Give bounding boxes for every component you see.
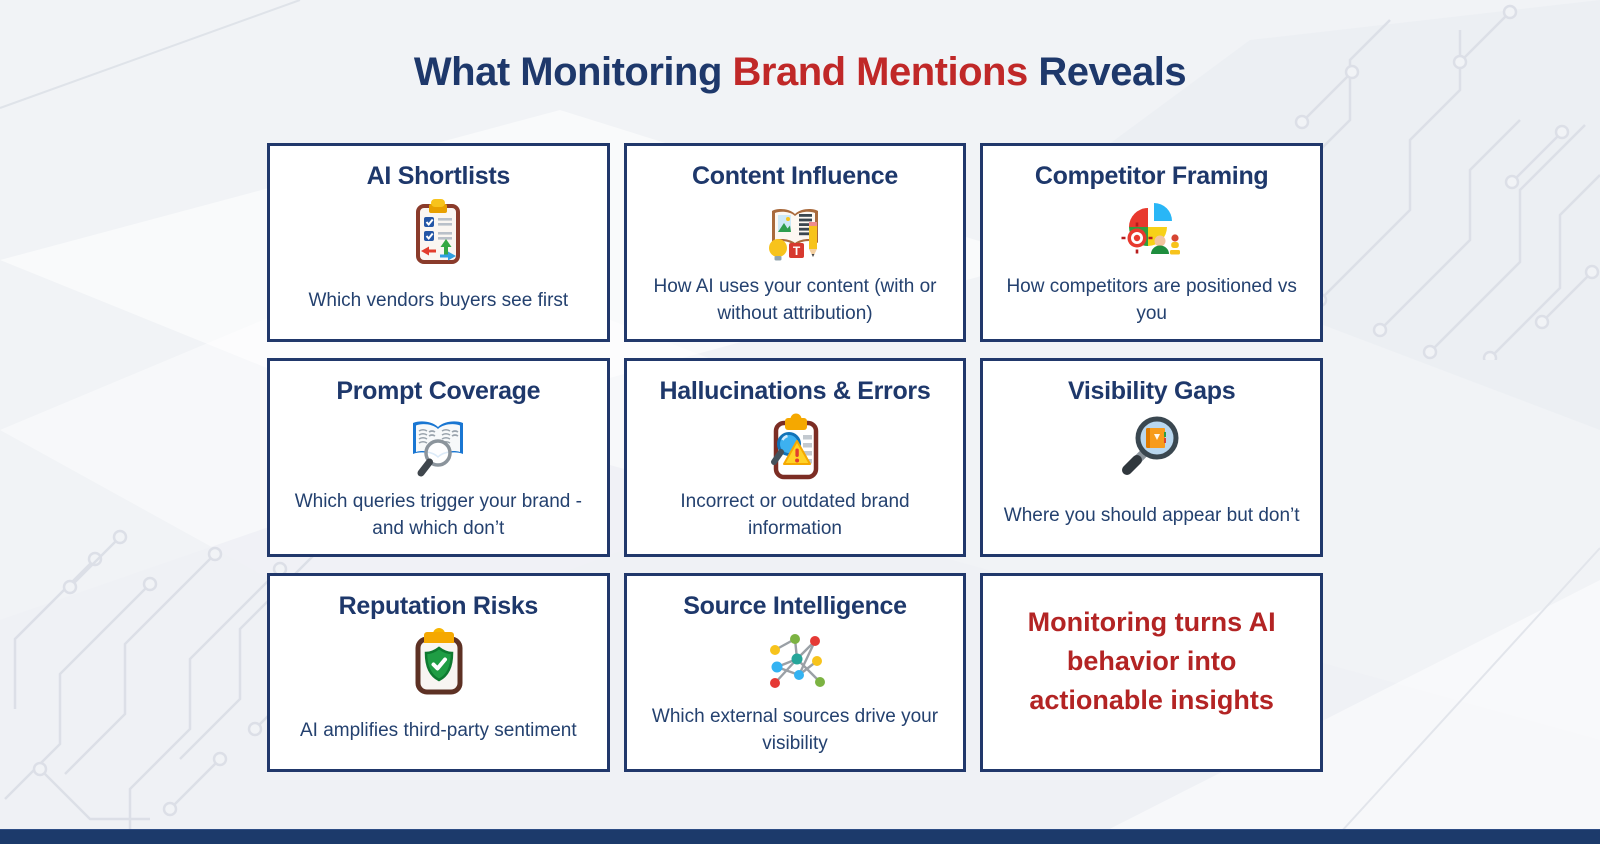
- svg-text:T: T: [793, 244, 801, 258]
- card-description: AI amplifies third-party sentiment: [299, 719, 577, 741]
- card-prompt-coverage: Prompt Coverage Which queries trigger yo…: [267, 358, 610, 557]
- card-title: Visibility Gaps: [1067, 377, 1236, 405]
- magnifier-over-book-icon: [1114, 406, 1190, 488]
- bottom-bar: [0, 829, 1600, 844]
- card-key-takeaway: Monitoring turns AI behavior into action…: [980, 573, 1323, 772]
- clipboard-shield-check-icon: [402, 621, 474, 703]
- card-description: How AI uses your content (with or withou…: [653, 276, 937, 324]
- card-title: Content Influence: [691, 162, 898, 190]
- title-part2: Reveals: [1027, 50, 1187, 94]
- open-book-magnifier-icon: [398, 406, 478, 488]
- card-description: Incorrect or outdated brand information: [680, 491, 910, 539]
- clipboard-warning-magnifier-icon: [759, 406, 831, 488]
- cards-grid: AI Shortlists Which vendors buyers see f…: [267, 143, 1323, 772]
- card-visibility-gaps: Visibility Gaps Where you should appear …: [980, 358, 1323, 557]
- card-description: Which vendors buyers see first: [308, 289, 569, 311]
- card-reputation-risks: Reputation Risks AI amplifies third-part…: [267, 573, 610, 772]
- card-title: Competitor Framing: [1034, 162, 1269, 190]
- card-description: Where you should appear but don’t: [1003, 504, 1300, 526]
- page-title: What Monitoring Brand Mentions Reveals: [0, 50, 1600, 95]
- card-title: Source Intelligence: [683, 592, 907, 620]
- title-part1: What Monitoring: [413, 50, 733, 94]
- card-title: Reputation Risks: [338, 592, 539, 620]
- card-title: Prompt Coverage: [336, 377, 541, 405]
- card-title: Hallucinations & Errors: [659, 377, 931, 405]
- card-ai-shortlists: AI Shortlists Which vendors buyers see f…: [267, 143, 610, 342]
- card-description: How competitors are positioned vs you: [1006, 276, 1297, 324]
- card-title: AI Shortlists: [366, 162, 511, 190]
- network-nodes-icon: [759, 621, 831, 703]
- card-description: Which external sources drive your visibi…: [651, 706, 939, 754]
- title-highlight: Brand Mentions: [732, 50, 1029, 94]
- card-content-influence: Content Influence T: [623, 143, 967, 342]
- clipboard-checklist-arrows-icon: [402, 191, 474, 273]
- card-hallucinations-errors: Hallucinations & Errors Incorrect or out…: [623, 358, 967, 557]
- key-takeaway-text: Monitoring turns AI behavior into action…: [1027, 606, 1276, 716]
- pie-chart-target-people-icon: [1115, 191, 1189, 273]
- card-description: Which queries trigger your brand - and w…: [294, 491, 582, 539]
- book-lightbulb-pencil-icon: T: [759, 191, 831, 273]
- card-competitor-framing: Competitor Framing How competitors are p…: [980, 143, 1323, 342]
- card-source-intelligence: Source Intelligence: [623, 573, 967, 772]
